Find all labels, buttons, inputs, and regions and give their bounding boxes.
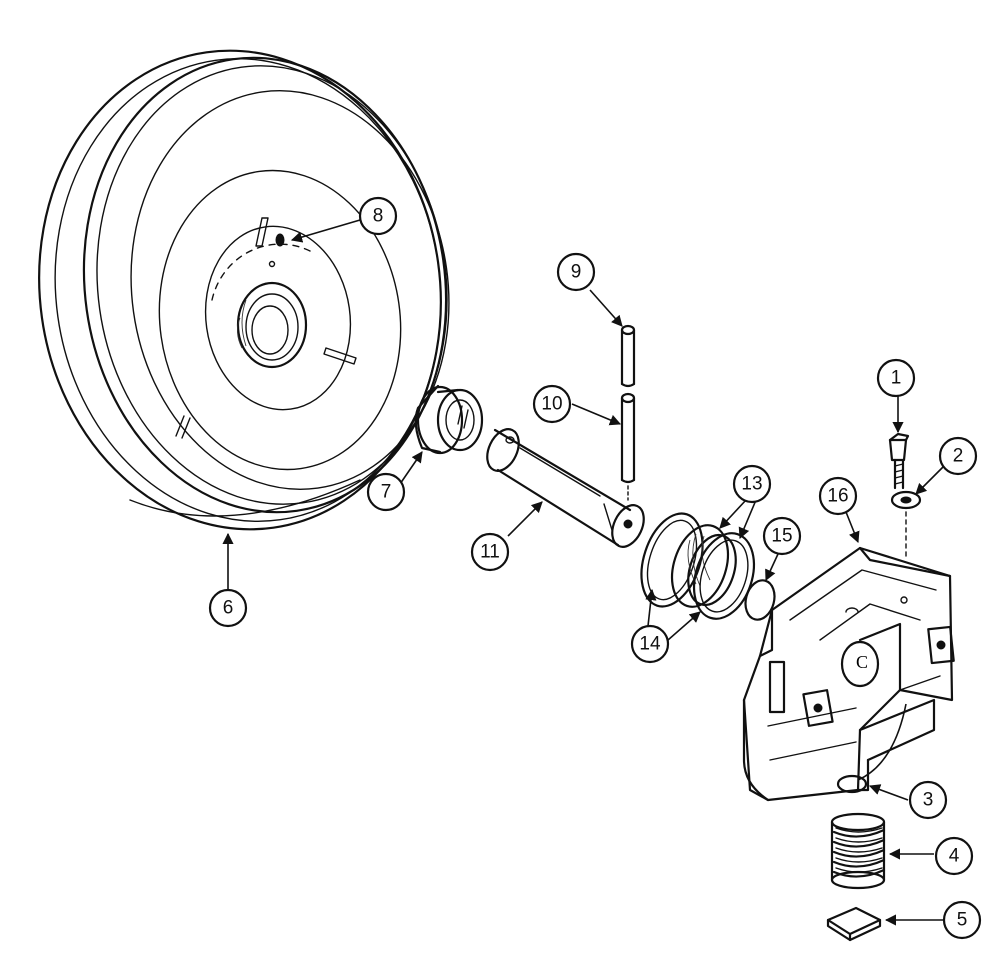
- callout-4: 4: [934, 836, 974, 876]
- callout-10: 10: [532, 384, 572, 424]
- idler-wheel: [38, 49, 450, 531]
- svg-text:3: 3: [923, 790, 934, 811]
- svg-text:13: 13: [741, 474, 762, 495]
- svg-text:7: 7: [381, 482, 392, 503]
- spring: [830, 812, 886, 890]
- callout-3: 3: [908, 780, 948, 820]
- callout-9: 9: [556, 252, 596, 292]
- svg-text:15: 15: [771, 526, 792, 547]
- svg-text:C: C: [856, 652, 868, 672]
- bracket: C: [742, 546, 955, 802]
- svg-text:1: 1: [891, 368, 902, 389]
- callout-16: 16: [818, 476, 858, 516]
- callout-5: 5: [942, 900, 982, 940]
- seal-group: [640, 512, 755, 620]
- pin-lower: [620, 392, 636, 501]
- svg-text:14: 14: [639, 634, 661, 655]
- callout-6: 6: [208, 588, 248, 628]
- callout-14: 14: [630, 624, 670, 664]
- svg-text:11: 11: [480, 542, 500, 563]
- pin-upper: [620, 324, 636, 388]
- svg-text:2: 2: [953, 446, 964, 467]
- svg-text:10: 10: [541, 394, 562, 415]
- callout-13: 13: [732, 464, 772, 504]
- svg-text:16: 16: [827, 486, 848, 507]
- callout-2: 2: [938, 436, 978, 476]
- callout-7: 7: [366, 472, 406, 512]
- leader-lines: [222, 219, 947, 926]
- spring-seat: [836, 774, 868, 794]
- svg-text:4: 4: [949, 846, 960, 867]
- bolt: [888, 432, 910, 490]
- washer: [890, 490, 922, 561]
- callout-11: 11: [470, 532, 510, 572]
- svg-text:6: 6: [223, 598, 234, 619]
- svg-text:5: 5: [957, 910, 968, 931]
- bushing: [414, 384, 484, 455]
- svg-text:8: 8: [373, 206, 384, 227]
- callout-8: 8: [358, 196, 398, 236]
- wear-pad: [826, 906, 882, 942]
- callout-15: 15: [762, 516, 802, 556]
- svg-text:9: 9: [571, 262, 582, 283]
- shaft: [486, 428, 645, 548]
- callout-1: 1: [876, 358, 916, 398]
